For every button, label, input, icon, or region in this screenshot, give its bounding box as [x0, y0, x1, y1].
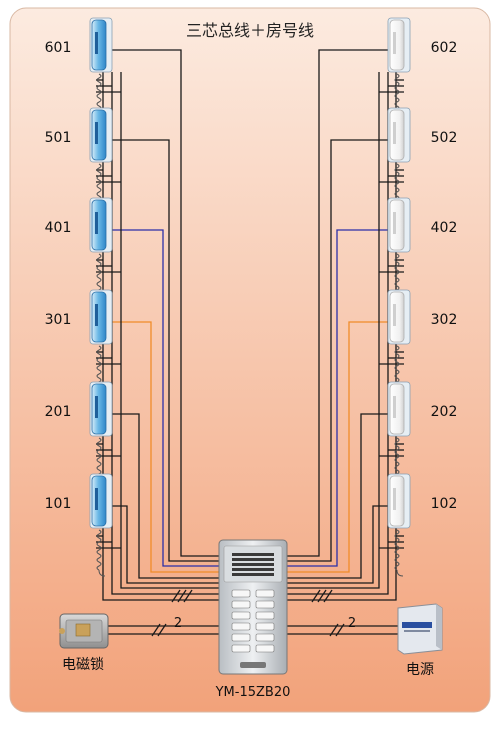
room-label-402: 402 [431, 220, 458, 236]
room-label-502: 502 [431, 130, 458, 146]
handset-icon-101 [89, 473, 113, 577]
call-button [255, 611, 275, 620]
handset-icon-501 [89, 107, 113, 211]
room-wire-left-401 [112, 229, 219, 567]
background-panel [9, 7, 491, 713]
room-wire-right-202 [287, 413, 388, 579]
call-button [255, 644, 275, 653]
handset-icon-502 [387, 107, 411, 211]
handset-icon-602 [387, 17, 411, 121]
handset-icon-302 [387, 289, 411, 393]
room-wire-right-602 [287, 49, 388, 557]
indoor-handsets [89, 17, 411, 577]
room-wire-left-501 [112, 139, 219, 562]
lock-label: 电磁锁 [62, 657, 104, 673]
bus-cable-marker [311, 589, 321, 603]
room-label-201: 201 [45, 404, 72, 420]
bus-cable-marker [171, 589, 181, 603]
bus-cable-marker [323, 589, 333, 603]
room-label-102: 102 [431, 496, 458, 512]
room-label-501: 501 [45, 130, 72, 146]
room-wire-right-302 [287, 321, 388, 573]
bus-cable-marker [317, 589, 327, 603]
diagram-title: 三芯总线＋房号线 [186, 21, 314, 40]
call-button [231, 600, 251, 609]
room-label-601: 601 [45, 40, 72, 56]
handset-icon-402 [387, 197, 411, 301]
room-wire-left-301 [112, 321, 219, 573]
call-button [255, 589, 275, 598]
handset-icon-401 [89, 197, 113, 301]
room-label-602: 602 [431, 40, 458, 56]
electromagnetic-lock-icon [59, 613, 109, 649]
call-button [231, 633, 251, 642]
door-station-panel [218, 539, 288, 675]
call-button [231, 644, 251, 653]
call-button [255, 622, 275, 631]
cable-marker [329, 623, 339, 637]
handset-icon-102 [387, 473, 411, 577]
room-label-101: 101 [45, 496, 72, 512]
power-supply-box-icon [397, 603, 443, 655]
wiring [96, 49, 404, 637]
room-wire-right-102 [287, 505, 388, 584]
room-label-302: 302 [431, 312, 458, 328]
room-wire-right-502 [287, 139, 388, 562]
power-wire-count: 2 [348, 616, 356, 631]
speaker-grille-icon [232, 553, 274, 576]
handset-icon-201 [89, 381, 113, 485]
cable-marker [335, 623, 345, 637]
call-button [231, 611, 251, 620]
lock-wire-count: 2 [174, 616, 182, 631]
room-call-buttons [231, 589, 275, 653]
power-label: 电源 [406, 662, 434, 678]
room-labels: 601 602 501 502 401 402 301 302 201 202 101 102 [45, 40, 458, 512]
panel-model-label: YM-15ZB20 [215, 685, 291, 700]
call-button [231, 622, 251, 631]
call-button [255, 600, 275, 609]
handset-icon-202 [387, 381, 411, 485]
room-label-202: 202 [431, 404, 458, 420]
call-button [255, 633, 275, 642]
room-wire-left-101 [112, 505, 219, 584]
bus-wire-left-3 [120, 72, 219, 589]
handset-icon-601 [89, 17, 113, 121]
room-label-401: 401 [45, 220, 72, 236]
call-button [231, 589, 251, 598]
cable-marker [157, 623, 167, 637]
bus-cable-marker [183, 589, 193, 603]
cable-marker [151, 623, 161, 637]
room-wire-left-601 [112, 49, 219, 557]
room-label-301: 301 [45, 312, 72, 328]
room-wire-left-201 [112, 413, 219, 579]
bus-cable-marker [177, 589, 187, 603]
handset-icon-301 [89, 289, 113, 393]
room-wire-right-402 [287, 229, 388, 567]
bus-wire-right-3 [287, 72, 380, 589]
